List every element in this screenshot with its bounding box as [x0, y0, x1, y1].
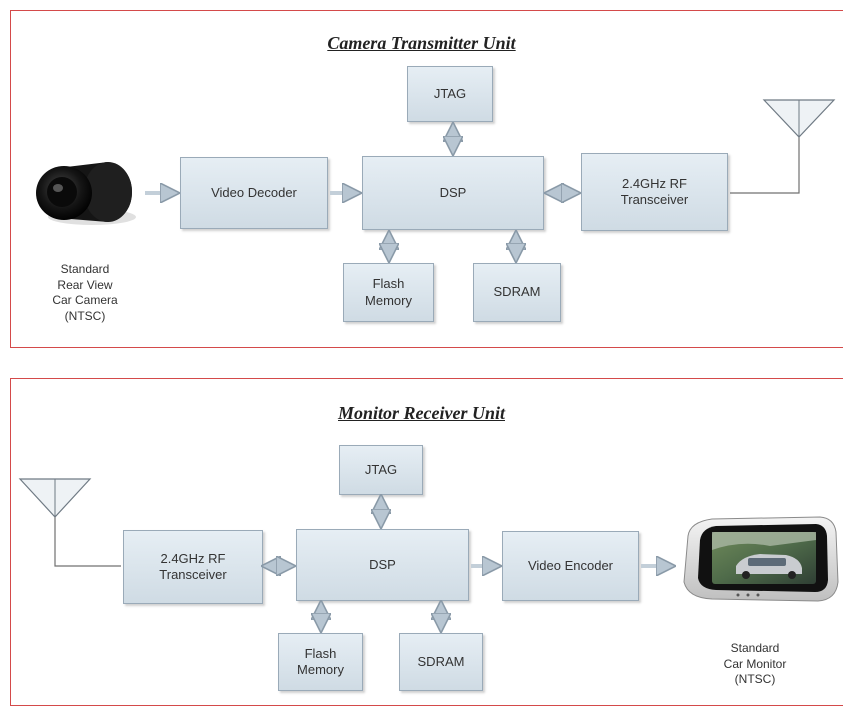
- rx-dsp-block: DSP: [296, 529, 469, 601]
- tx-sdram-block: SDRAM: [473, 263, 561, 322]
- camera-caption: Standard Rear View Car Camera (NTSC): [52, 262, 118, 323]
- rx-video-encoder-block: Video Encoder: [502, 531, 639, 601]
- tx-video-decoder-block: Video Decoder: [180, 157, 328, 229]
- rx-sdram-block: SDRAM: [399, 633, 483, 691]
- tx-dsp-block: DSP: [362, 156, 544, 230]
- monitor-receiver-title: Monitor Receiver Unit: [338, 403, 505, 423]
- rx-flash-memory-block: Flash Memory: [278, 633, 363, 691]
- rx-rf-transceiver-block: 2.4GHz RF Transceiver: [123, 530, 263, 604]
- tx-jtag-block: JTAG: [407, 66, 493, 122]
- monitor-caption: Standard Car Monitor (NTSC): [723, 641, 787, 687]
- tx-flash-memory-block: Flash Memory: [343, 263, 434, 322]
- tx-rf-transceiver-block: 2.4GHz RF Transceiver: [581, 153, 728, 231]
- rx-jtag-block: JTAG: [339, 445, 423, 495]
- camera-transmitter-title: Camera Transmitter Unit: [327, 33, 516, 53]
